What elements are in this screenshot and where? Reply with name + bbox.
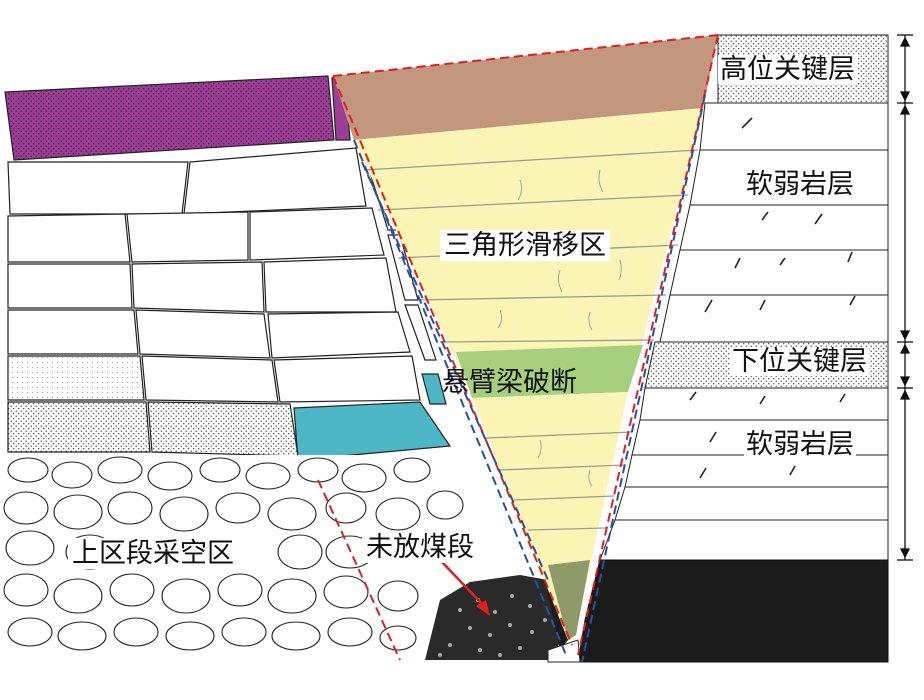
upper-goaf-label: 上区段采空区: [68, 538, 238, 569]
cantilever-break-label: 悬臂梁破断: [442, 367, 577, 398]
high-key-stratum-label: 高位关键层: [718, 54, 857, 85]
dimension-bar: [897, 34, 913, 561]
unmined-coal-label: 未放煤段: [362, 532, 478, 563]
triangle-slip-zone: [333, 35, 718, 640]
unmined-coal-arrow: [439, 559, 490, 616]
soft-rock-upper-layer-4: [669, 249, 889, 296]
soft-rock-lower-label: 软弱岩层: [744, 429, 856, 460]
triangle-slip-zone-label: 三角形滑移区: [440, 230, 610, 261]
soft-rock-upper-layer-1: [699, 102, 889, 151]
low-key-stratum-label: 下位关键层: [730, 346, 869, 377]
soft-rock-lower-layer-1: [639, 387, 889, 421]
coal-seam: [577, 559, 889, 663]
slip-brown-band: [333, 35, 718, 140]
soft-rock-upper-label: 软弱岩层: [744, 169, 856, 200]
cyan-sliver: [421, 373, 447, 405]
cantilever-green-band: [456, 345, 643, 398]
soft-rock-lower-layer-5: [599, 519, 889, 561]
soft-rock-lower-layer-4: [614, 486, 889, 521]
blue-dashed-lines: [353, 94, 706, 663]
high-key-purple-block: [4, 75, 335, 161]
left-broken-blocks: [4, 75, 452, 461]
cyan-block: [293, 401, 452, 461]
soft-rock-upper-layer-3: [679, 204, 889, 251]
soft-rock-upper-layer-5: [659, 294, 889, 343]
